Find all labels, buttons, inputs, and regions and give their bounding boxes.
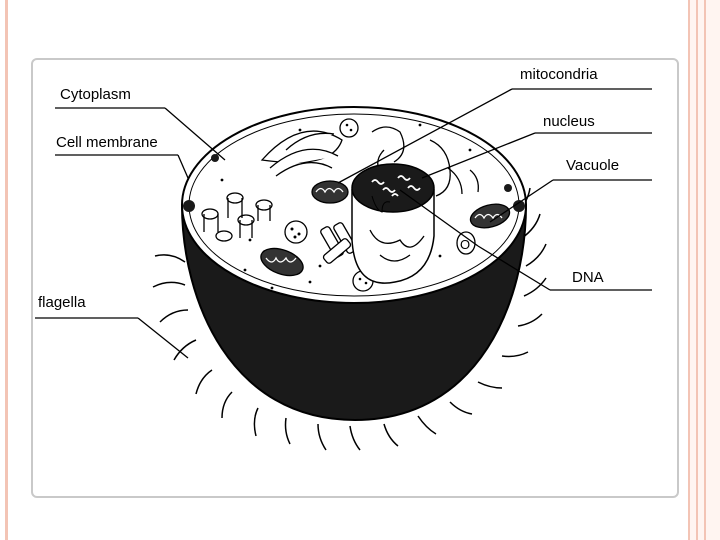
flagella-hairs <box>152 187 547 451</box>
rough-er <box>371 126 479 197</box>
label-mitocondria: mitocondria <box>520 66 598 83</box>
label-cytoplasm: Cytoplasm <box>60 86 131 103</box>
dna-strands <box>371 175 421 197</box>
mitochondrion-right <box>469 203 511 229</box>
golgi-apparatus <box>260 130 343 177</box>
marker-circle <box>456 231 476 255</box>
label-flagella: flagella <box>38 294 86 311</box>
label-nucleus: nucleus <box>543 113 595 130</box>
endoplasmic-reticulum <box>201 192 273 242</box>
mitochondrion-left <box>260 247 304 277</box>
nucleus <box>351 163 435 284</box>
label-vacuole: Vacuole <box>566 157 620 174</box>
right-slide-border <box>688 0 720 540</box>
mitochondrion-center <box>311 180 349 204</box>
label-circle-mark: O <box>460 237 471 252</box>
label-dna: DNA <box>572 269 604 286</box>
lysosomes <box>284 118 374 292</box>
label-lines <box>35 88 652 359</box>
left-slide-border <box>0 0 8 540</box>
label-cell-membrane: Cell membrane <box>56 134 158 151</box>
